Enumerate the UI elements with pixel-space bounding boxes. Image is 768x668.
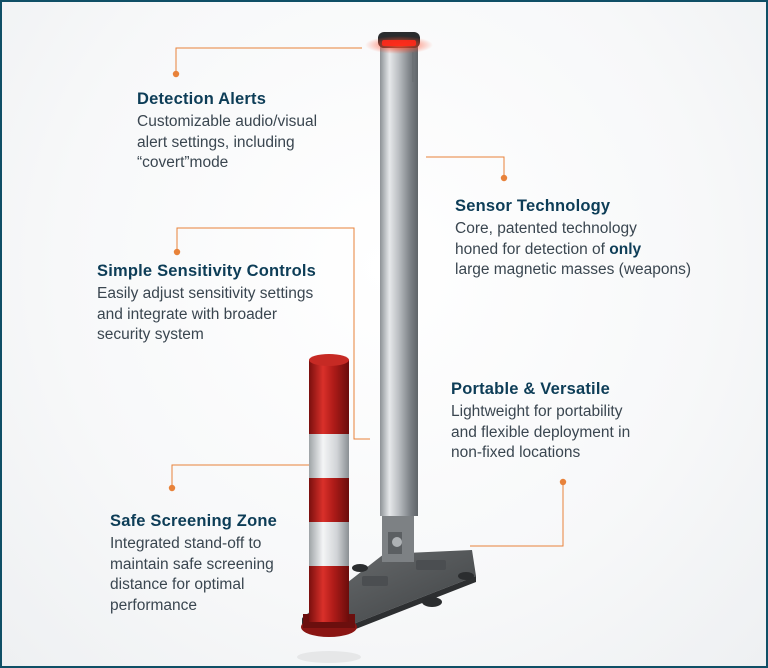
callout-line: and integrate with broader — [97, 305, 278, 323]
callout-line: honed for detection of only — [455, 240, 745, 261]
sensor-pole — [365, 32, 433, 516]
callout-leader-lines — [171, 47, 564, 547]
callout-sensitivity-controls: Simple Sensitivity Controls Easily adjus… — [97, 262, 357, 346]
callout-body: Core, patented technology honed for dete… — [455, 219, 745, 281]
callout-line-text: honed for detection of — [455, 240, 610, 258]
leader-detection — [175, 47, 362, 74]
callout-line: security system — [97, 326, 204, 343]
leader-sensitivity — [176, 227, 370, 440]
callout-line: alert settings, including — [137, 133, 295, 151]
callout-line: Integrated stand-off to — [110, 535, 262, 552]
leader-portable — [470, 482, 564, 547]
callout-line: Lightweight for portability — [451, 403, 623, 420]
callout-title: Simple Sensitivity Controls — [97, 262, 317, 280]
callout-title: Portable & Versatile — [451, 380, 610, 398]
callout-line: Core, patented technology — [455, 220, 637, 237]
callout-line: non-fixed locations — [451, 444, 581, 461]
leader-safe — [171, 464, 310, 488]
callout-safe-screening-zone: Safe Screening Zone Integrated stand-off… — [110, 512, 310, 616]
callout-detection-alerts: Detection Alerts Customizable audio/visu… — [137, 90, 367, 174]
callout-title: Detection Alerts — [137, 90, 267, 108]
leader-sensor — [426, 156, 505, 178]
standoff-bollard — [297, 354, 361, 663]
callout-sensor-technology: Sensor Technology Core, patented technol… — [455, 197, 745, 281]
callout-line: and flexible deployment in — [451, 423, 631, 441]
callout-line: “covert”mode — [137, 154, 229, 171]
callout-body: Integrated stand-off to maintain safe sc… — [110, 534, 310, 616]
callout-line: performance — [110, 596, 198, 614]
callout-line: distance for optimal — [110, 576, 245, 593]
callout-line: large magnetic masses (weapons) — [455, 261, 692, 278]
callout-line: maintain safe screening — [110, 555, 274, 573]
callout-portable-versatile: Portable & Versatile Lightweight for por… — [451, 380, 701, 464]
emphasis-text: only — [609, 240, 642, 258]
callout-line: Customizable audio/visual — [137, 113, 318, 130]
callout-body: Easily adjust sensitivity settings and i… — [97, 284, 357, 346]
callout-title: Safe Screening Zone — [110, 512, 278, 530]
callout-body: Lightweight for portability and flexible… — [451, 402, 701, 464]
callout-dots — [168, 70, 567, 492]
callout-title: Sensor Technology — [455, 197, 611, 215]
callout-body: Customizable audio/visual alert settings… — [137, 112, 367, 174]
callout-line: Easily adjust sensitivity settings — [97, 285, 314, 302]
